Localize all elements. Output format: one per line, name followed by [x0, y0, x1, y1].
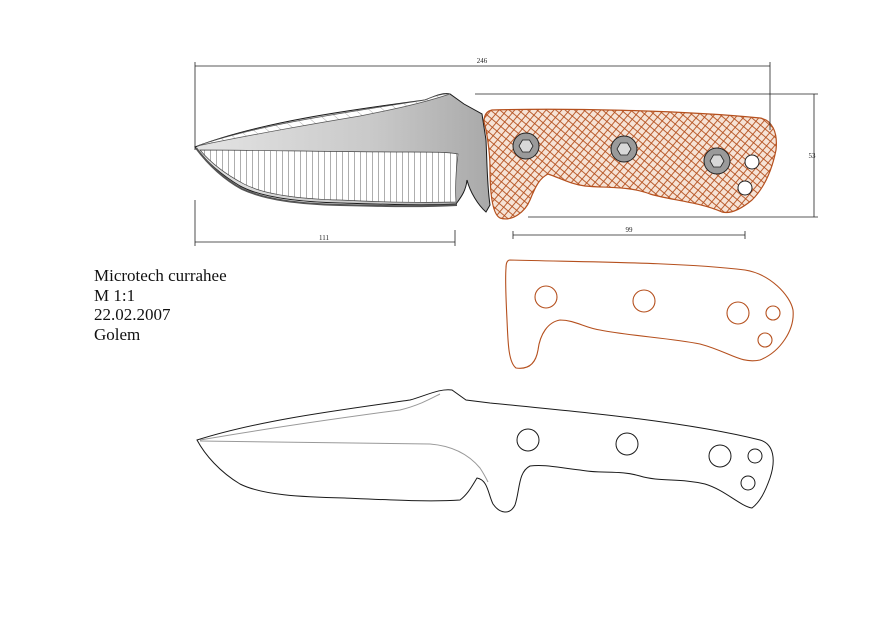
- top-lanyard-hole-2: [737, 180, 753, 196]
- blade-length-label: 111: [319, 234, 329, 242]
- top-blade-edge: [195, 147, 458, 208]
- bottom-knife-profile: [196, 389, 774, 513]
- scale-hole-4: [765, 305, 781, 321]
- bottom-knife-outline: [196, 389, 774, 513]
- bottom-hole-4: [747, 448, 763, 464]
- author-label: Golem: [94, 324, 141, 344]
- height-label: 53: [809, 152, 817, 160]
- bottom-blade-swedge-line: [199, 393, 441, 441]
- bottom-hole-5: [740, 475, 756, 491]
- scale-outline: [505, 259, 794, 369]
- model-name: Microtech currahee: [94, 266, 227, 285]
- top-lanyard-hole-1: [744, 154, 760, 170]
- title-block: Microtech currahee M 1:1 22.02.2007 Gole…: [94, 266, 227, 344]
- scale-hole-5: [757, 332, 773, 348]
- top-screw-3: [703, 147, 731, 175]
- handle-scale-template: [505, 259, 794, 369]
- handle-length-label: 99: [626, 226, 634, 234]
- top-screw-2: [610, 135, 638, 163]
- top-handle-scale: [483, 108, 777, 220]
- bottom-hole-3: [708, 444, 732, 468]
- top-screw-1: [512, 132, 540, 160]
- scale-hole-1: [534, 285, 558, 309]
- overall-length-label: 246: [477, 57, 488, 65]
- top-blade-grind: [199, 149, 459, 203]
- top-knife-render: [194, 93, 777, 220]
- bottom-blade-grind-line: [199, 440, 489, 483]
- scale-label: M 1:1: [94, 285, 136, 305]
- date-label: 22.02.2007: [94, 305, 171, 324]
- scale-hole-3: [726, 301, 750, 325]
- dimension-lines: [194, 62, 818, 246]
- scale-hole-2: [632, 289, 656, 313]
- top-blade-swedge: [196, 93, 451, 147]
- bottom-hole-1: [516, 428, 540, 452]
- bottom-hole-2: [615, 432, 639, 456]
